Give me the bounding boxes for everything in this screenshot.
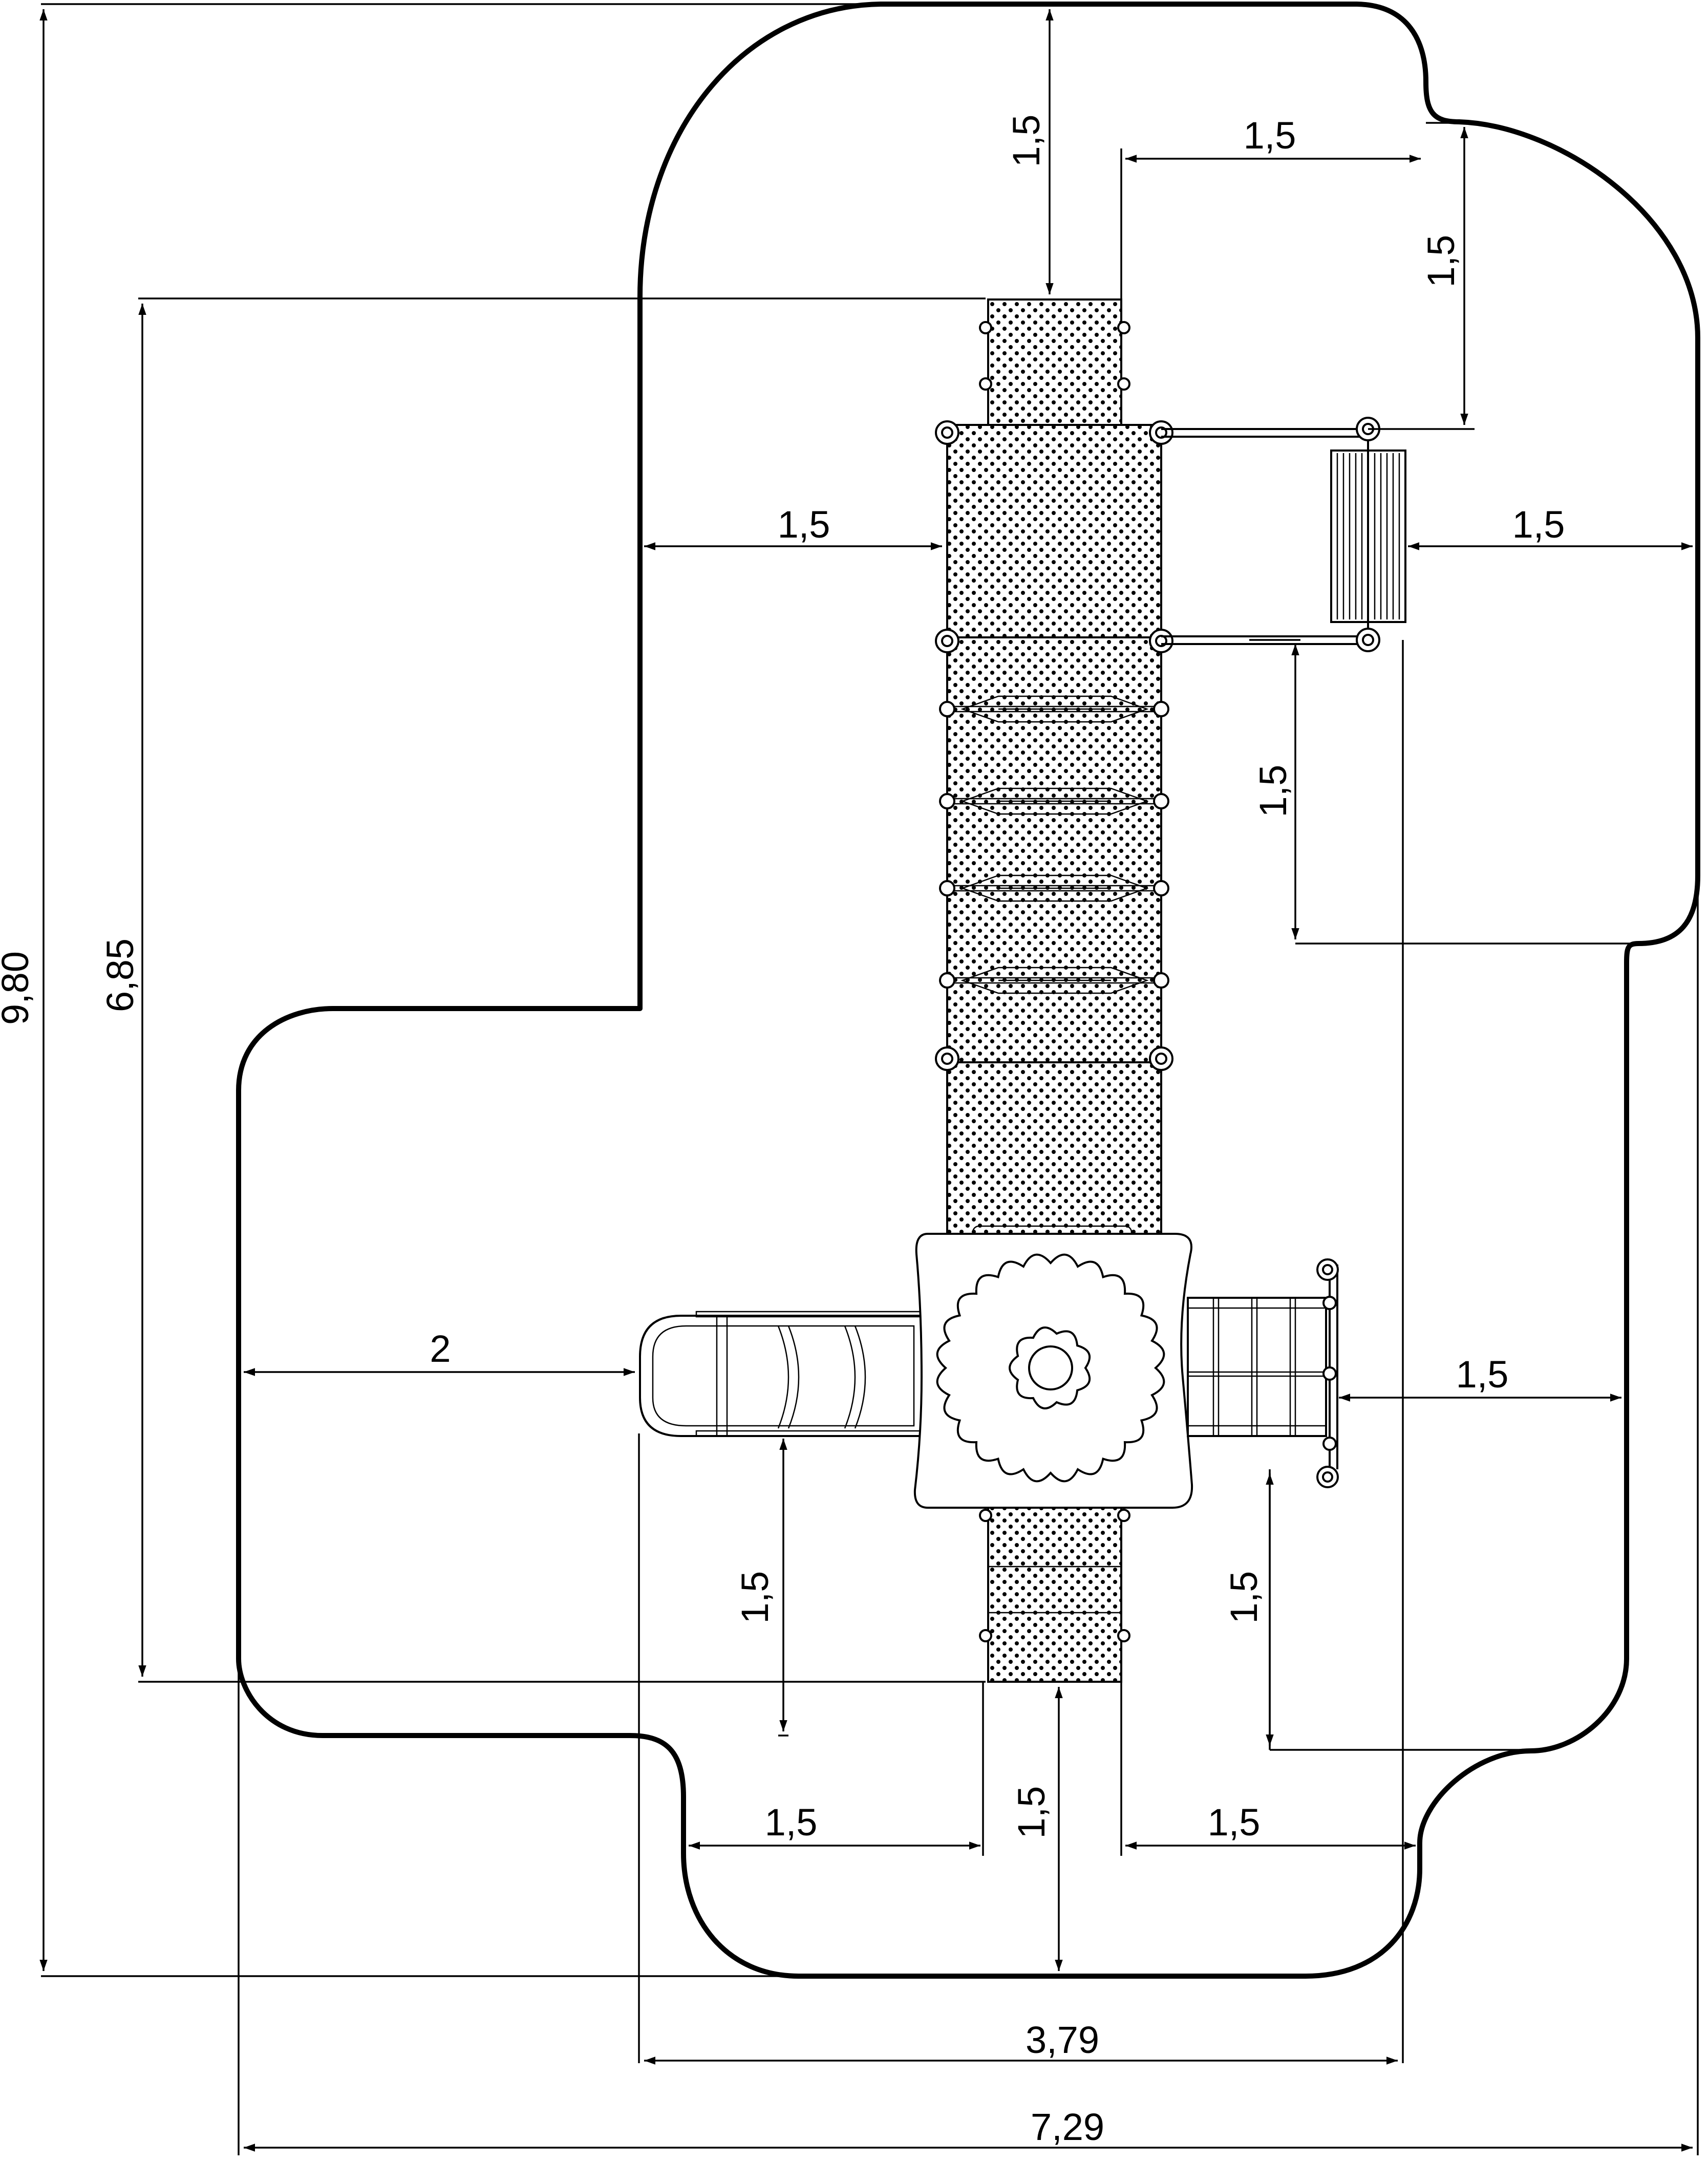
dim-total-width: 7,29 — [1031, 2106, 1104, 2148]
dim-clearance-top: 1,5 — [1005, 115, 1048, 167]
rope-bridge — [946, 636, 1162, 1063]
entry-ramp-top — [979, 298, 1130, 426]
climbing-net — [1187, 1258, 1339, 1488]
dimension-lines — [39, 9, 1693, 2152]
extension-lines — [41, 3, 1699, 2155]
dim-clearance-bottom-right: 1,5 — [1208, 1801, 1261, 1844]
dim-clearance-right-lower: 1,5 — [1456, 1353, 1509, 1396]
dimension-labels: 9,80 6,85 7,29 3,79 2 1,5 1,5 1,5 1,5 1,… — [0, 114, 1565, 2148]
dim-structure-length: 6,85 — [99, 938, 141, 1012]
side-bench — [1161, 417, 1406, 652]
dim-clearance-bottom-left: 1,5 — [765, 1801, 818, 1844]
dim-clearance-slide-v: 1,5 — [734, 1571, 776, 1624]
dim-total-height: 9,80 — [0, 951, 36, 1025]
lower-platform — [946, 1061, 1162, 1240]
playground-structure — [639, 298, 1406, 1683]
dim-slide-clearance: 2 — [430, 1327, 451, 1370]
roof-tower — [913, 1225, 1193, 1509]
bottom-ramp — [979, 1507, 1130, 1683]
dim-clearance-right-mid-v: 1,5 — [1252, 765, 1294, 818]
dim-clearance-top-right-v: 1,5 — [1420, 235, 1462, 288]
dim-clearance-bottom-v: 1,5 — [1010, 1786, 1053, 1839]
dim-clearance-net-v: 1,5 — [1223, 1571, 1265, 1624]
dim-clearance-top-right-h: 1,5 — [1244, 114, 1296, 157]
dim-clearance-right-upper: 1,5 — [1512, 503, 1565, 546]
tube-slide — [639, 1311, 923, 1437]
safety-zone-outline — [236, 2, 1700, 1979]
dim-structure-width: 3,79 — [1026, 2019, 1099, 2061]
dim-clearance-left-upper: 1,5 — [778, 503, 830, 546]
upper-platform — [946, 424, 1162, 638]
